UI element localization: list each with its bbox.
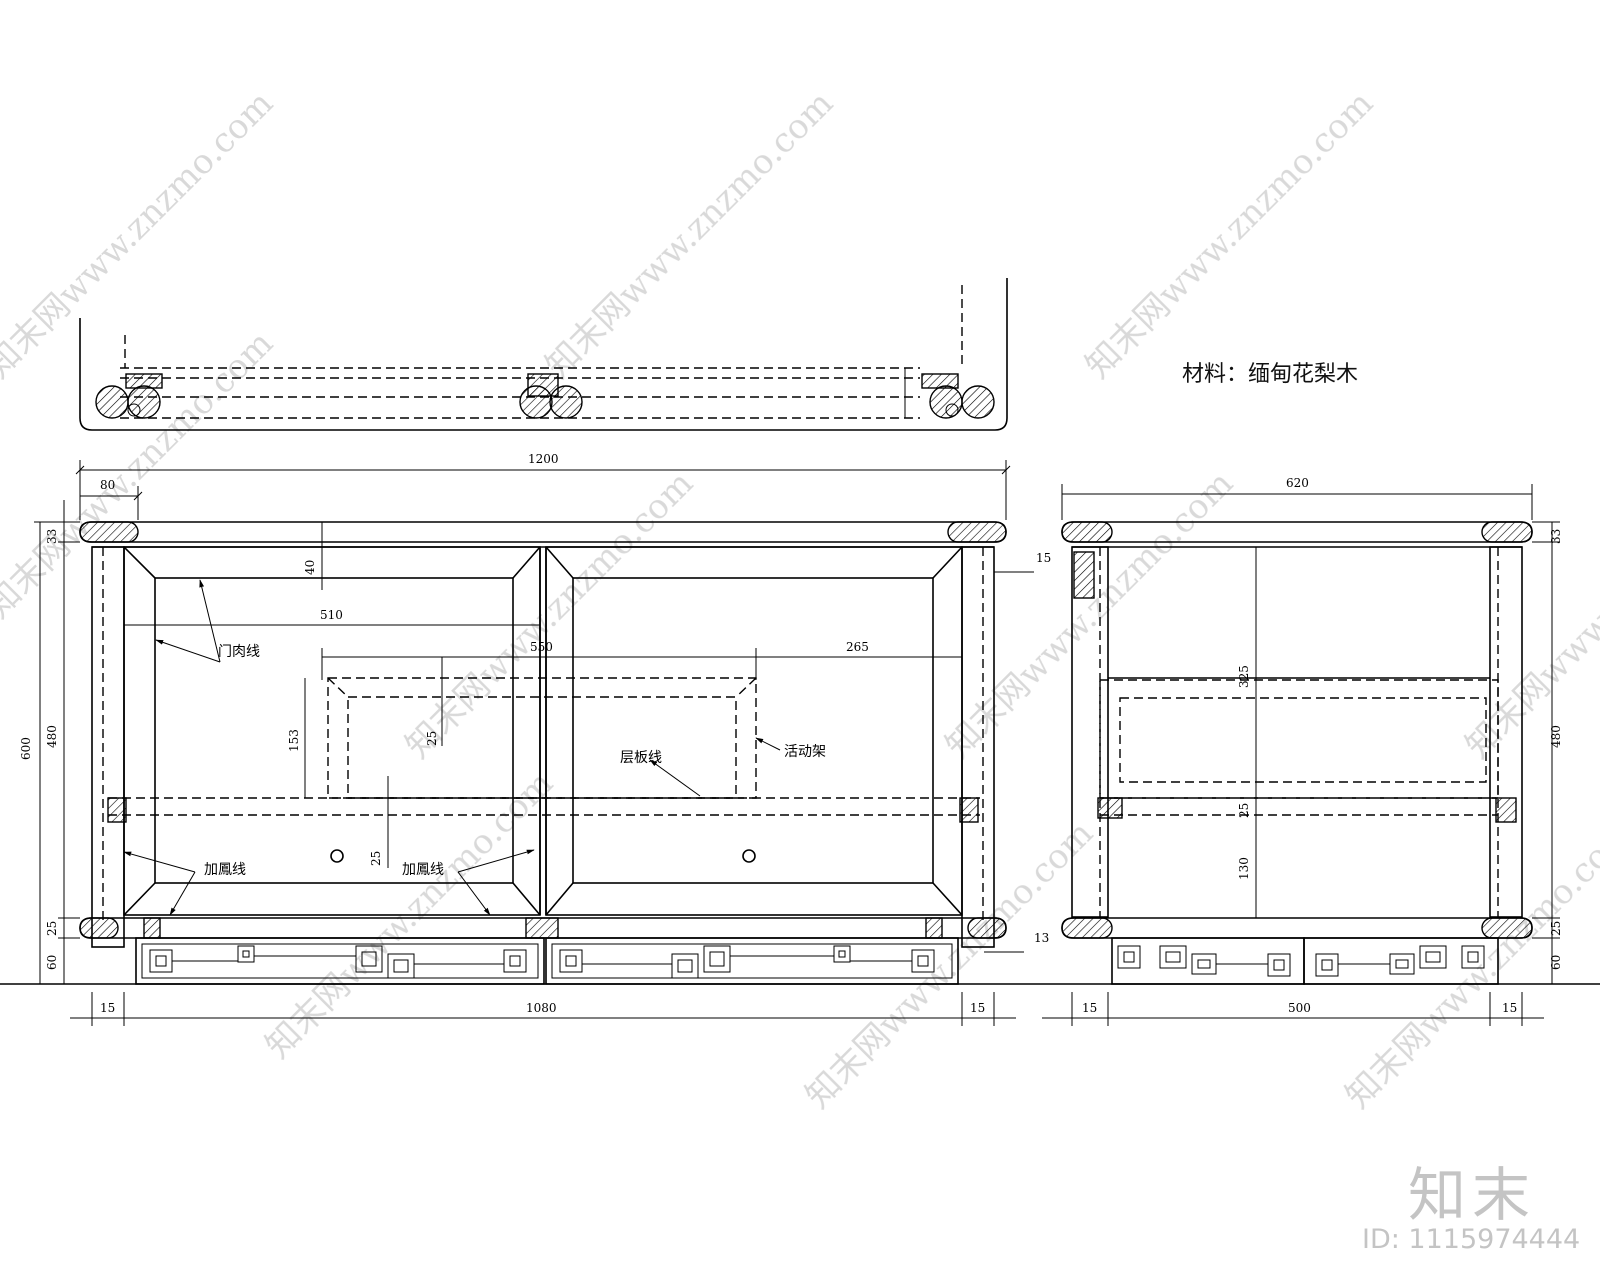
svg-text:知末网www.znzmo.com: 知末网www.znzmo.com: [538, 83, 841, 386]
dim-frame-inset: 40: [303, 560, 317, 575]
dim-side-gap: 15: [100, 1001, 115, 1015]
material-note: 材料：缅甸花梨木: [1182, 362, 1359, 387]
dim-door-width: 510: [320, 608, 343, 622]
dim-side-right: 15: [1502, 1001, 1517, 1015]
label-shelf-line: 层板线: [620, 750, 662, 766]
dimension-text: 1200 80 600 33 480 25 60 15 1080 15 40 5…: [19, 452, 1563, 1015]
label-bead-line-right: 加鳳线: [402, 862, 444, 878]
dim-top-thickness: 33: [45, 529, 59, 544]
svg-text:知末网www.znzmo.com: 知末网www.znzmo.com: [1078, 83, 1381, 386]
svg-text:知末网www.znzmo.com: 知末网www.znzmo.com: [398, 463, 701, 766]
brand-logo: 知末: [1408, 1161, 1537, 1229]
dim-rack-rail: 25: [425, 731, 439, 746]
dim-height-total: 600: [19, 737, 33, 760]
dim-shelf-thick: 25: [369, 851, 383, 866]
image-id: ID: 1115974444: [1362, 1224, 1581, 1255]
front-elevation: [0, 521, 1600, 985]
dim-overall-width: 1200: [528, 452, 559, 466]
dim-inner-width: 1080: [526, 1001, 557, 1015]
svg-text:知末网www.znzmo.com: 知末网www.znzmo.com: [798, 813, 1101, 1116]
dim-side-body-height: 480: [1549, 725, 1563, 748]
side-elevation: [1061, 521, 1533, 985]
dimension-lines: [34, 460, 1560, 1026]
dim-shelf-right: 265: [846, 640, 869, 654]
dim-end-offset: 80: [100, 478, 115, 492]
dim-shelf-length: 550: [530, 640, 553, 654]
dim-foot-height: 60: [45, 955, 59, 970]
svg-text:知末网www.znzmo.com: 知末网www.znzmo.com: [0, 323, 281, 626]
dim-side-left: 15: [1082, 1001, 1097, 1015]
dim-body-height: 480: [45, 725, 59, 748]
dim-side-overall-depth: 620: [1286, 476, 1309, 490]
dim-side-offset: 15: [1036, 551, 1051, 565]
dim-side-base-rail: 25: [1549, 921, 1563, 936]
dim-side-foot-height: 60: [1549, 955, 1563, 970]
dim-side-shelf-thick: 25: [1237, 803, 1251, 818]
watermark: 知末网www.znzmo.com 知末网www.znzmo.com 知末网www…: [0, 83, 1600, 1116]
dim-side-right: 15: [970, 1001, 985, 1015]
dim-side-upper-space: 325: [1237, 665, 1251, 688]
dim-kick-offset: 13: [1034, 931, 1049, 945]
label-bead-line-left: 加鳳线: [204, 862, 246, 878]
label-movable-rack: 活动架: [784, 744, 826, 760]
label-door-line: 门肉线: [218, 644, 260, 660]
dim-side-lower-space: 130: [1237, 857, 1251, 880]
dim-side-inner-depth: 500: [1288, 1001, 1311, 1015]
svg-text:知末网www.znzmo.com: 知末网www.znzmo.com: [1458, 463, 1600, 766]
plan-section: [79, 278, 1008, 431]
dim-side-top-thickness: 33: [1549, 529, 1563, 544]
dim-base-rail: 25: [45, 921, 59, 936]
dim-rack-height: 153: [287, 729, 301, 752]
